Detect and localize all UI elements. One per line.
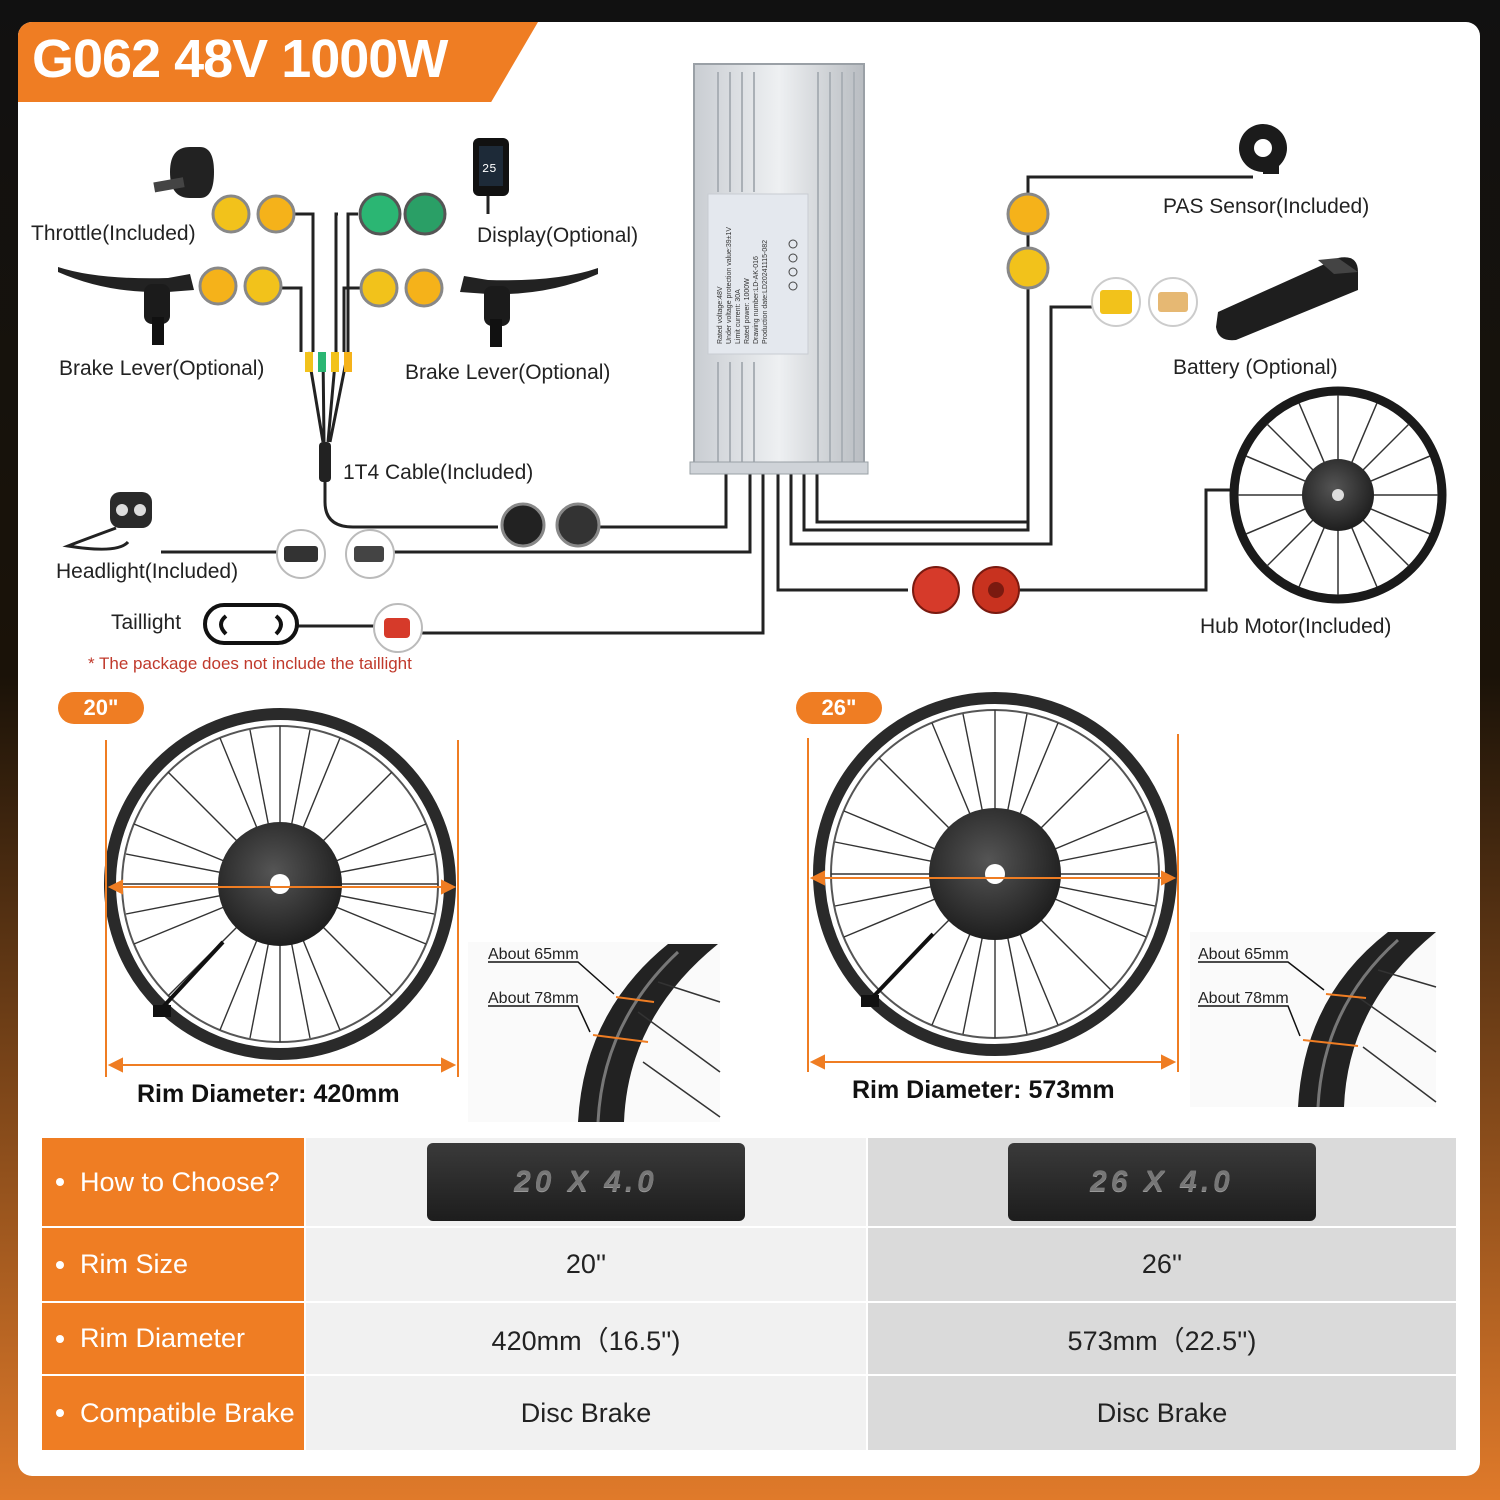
cell-20: Disc Brake — [306, 1376, 866, 1450]
throttle-connector-pair — [211, 194, 296, 234]
wheel-26-rim-caption: Rim Diameter: 573mm — [852, 1076, 1115, 1104]
row-header-text: Compatible Brake — [80, 1397, 295, 1428]
battery-icon — [1216, 257, 1358, 341]
row-header-text: How to Choose? — [80, 1166, 280, 1197]
table-row: Rim Size 20'' 26'' — [42, 1228, 1456, 1301]
cell-26: 573mm（22.5'') — [868, 1303, 1456, 1374]
display-icon: 25 — [473, 138, 509, 196]
controller-spec-3: Limit current: 30A — [735, 289, 742, 344]
cell-26: 26 X 4.0 — [868, 1138, 1456, 1226]
bullet-icon — [56, 1260, 64, 1269]
pas-sensor-icon — [1239, 124, 1287, 174]
row-header: How to Choose? — [42, 1138, 304, 1226]
wheel-20-width-inner: About 78mm — [488, 990, 579, 1007]
hub-motor-label: Hub Motor(Included) — [1200, 615, 1392, 638]
row-header: Rim Diameter — [42, 1303, 304, 1374]
row-header: Rim Size — [42, 1228, 304, 1301]
table-row: Compatible Brake Disc Brake Disc Brake — [42, 1376, 1456, 1450]
page-title: G062 48V 1000W — [32, 29, 448, 89]
wires — [161, 175, 1253, 635]
brake-lever-right-label: Brake Lever(Optional) — [405, 361, 611, 384]
row-header: Compatible Brake — [42, 1376, 304, 1450]
taillight-icon — [203, 603, 299, 645]
wheel-20-dimension — [105, 740, 459, 1077]
controller-spec-2: Under voltage protection value:39±1V — [726, 227, 733, 344]
brake-left-connector-pair — [198, 266, 283, 306]
bullet-icon — [56, 1334, 64, 1343]
table-row: How to Choose? 20 X 4.0 26 X 4.0 — [42, 1138, 1456, 1226]
controller-box: Rated voltage:48V Under voltage protecti… — [689, 63, 869, 475]
brake-lever-right-icon — [460, 268, 598, 347]
brake-right-connector-pair — [359, 268, 444, 308]
connectors — [198, 192, 1198, 653]
tire-26-image: 26 X 4.0 — [1008, 1143, 1316, 1221]
wheel-26-width-inner: About 78mm — [1198, 990, 1289, 1007]
throttle-label: Throttle(Included) — [31, 222, 196, 245]
row-header-text: Rim Diameter — [80, 1323, 246, 1353]
wheel-20-badge: 20" — [58, 692, 144, 724]
table-row: Rim Diameter 420mm（16.5'') 573mm（22.5'') — [42, 1303, 1456, 1374]
wheel-20-icon — [104, 708, 456, 1060]
taillight-connector — [373, 603, 423, 653]
controller-spec-4: Rated power: 1000W — [744, 278, 751, 344]
wheel-20-rim-caption: Rim Diameter: 420mm — [137, 1080, 400, 1108]
bullet-icon — [56, 1409, 64, 1417]
rim-section-26-icon — [1190, 932, 1437, 1108]
wheel-26-width-outer: About 65mm — [1198, 946, 1289, 963]
pas-connector-pair — [1006, 192, 1050, 290]
controller-spec-6: Production date:LD20241115-082 — [762, 240, 769, 344]
throttle-icon — [153, 147, 214, 198]
cell-20: 20'' — [306, 1228, 866, 1301]
headlight-icon — [62, 492, 152, 551]
battery-label: Battery (Optional) — [1173, 356, 1338, 379]
headlight-connector-pair — [276, 529, 395, 579]
cable-split-plugs — [305, 352, 352, 482]
hub-motor-wheel-icon — [1229, 386, 1447, 604]
taillight-note: * The package does not include the taill… — [88, 654, 412, 673]
pas-sensor-label: PAS Sensor(Included) — [1163, 195, 1370, 218]
cell-20: 420mm（16.5'') — [306, 1303, 866, 1374]
wheel-26-badge: 26" — [796, 692, 882, 724]
brake-lever-left-icon — [58, 267, 194, 345]
title-band — [18, 22, 538, 102]
cell-26: 26'' — [868, 1228, 1456, 1301]
taillight-label: Taillight — [111, 611, 182, 634]
tire-20-image: 20 X 4.0 — [427, 1143, 745, 1221]
display-label: Display(Optional) — [477, 224, 639, 247]
controller-spec-5: Drawing number:LD-AK-016 — [753, 256, 760, 344]
wheel-26-icon — [813, 692, 1177, 1056]
row-header-text: Rim Size — [80, 1249, 189, 1279]
svg-text:25: 25 — [482, 162, 496, 176]
battery-connector-pair — [1091, 277, 1198, 327]
wiring-diagram: Rated voltage:48V Under voltage protecti… — [58, 63, 1447, 1123]
cable-label: 1T4 Cable(Included) — [343, 461, 534, 484]
wheel-26-dimension — [807, 734, 1179, 1072]
brake-lever-left-label: Brake Lever(Optional) — [59, 357, 265, 380]
comparison-table: How to Choose? 20 X 4.0 26 X 4.0 Rim Siz… — [42, 1138, 1456, 1450]
rim-section-20-icon — [468, 942, 721, 1123]
display-connector-pair — [358, 192, 447, 236]
headlight-label: Headlight(Included) — [56, 560, 239, 583]
cell-20: 20 X 4.0 — [306, 1138, 866, 1226]
main-cable-connector-pair — [500, 502, 601, 548]
wheel-20-width-outer: About 65mm — [488, 946, 579, 963]
bullet-icon — [56, 1178, 64, 1186]
motor-connector-pair — [912, 566, 1020, 614]
cell-26: Disc Brake — [868, 1376, 1456, 1450]
controller-spec-1: Rated voltage:48V — [717, 286, 724, 344]
